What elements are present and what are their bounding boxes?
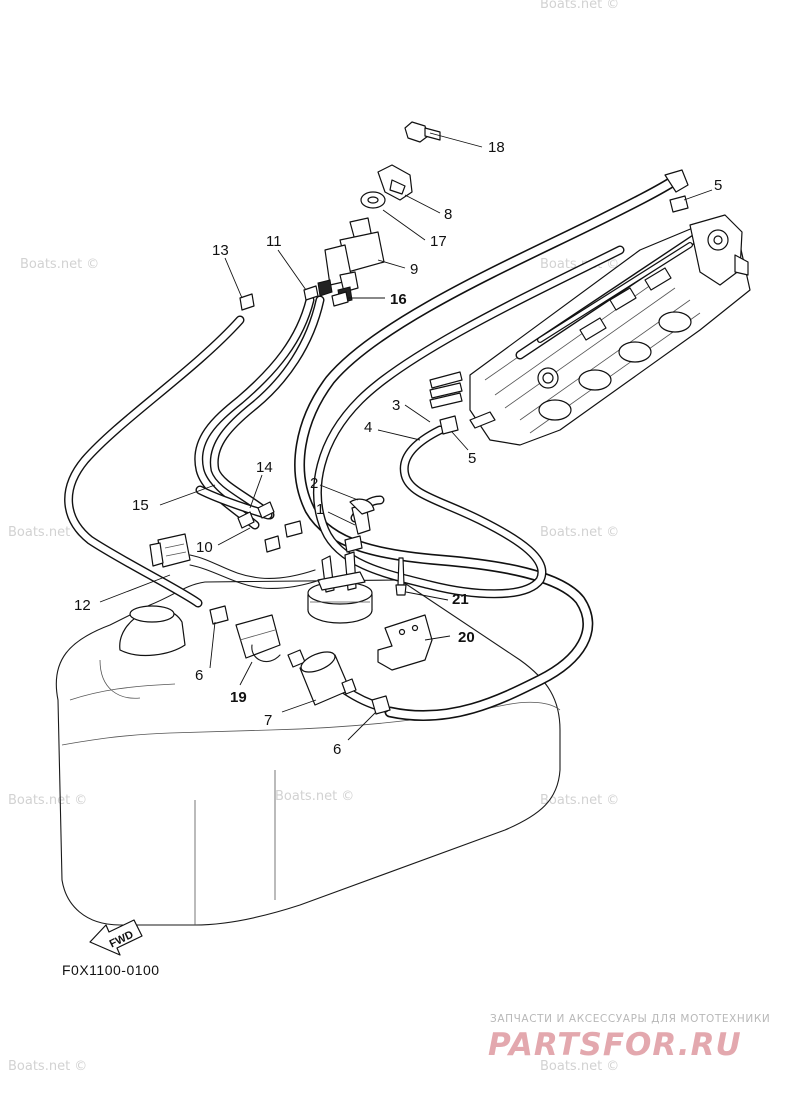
pin-part-21 xyxy=(395,557,407,596)
callout-5-top: 5 xyxy=(714,177,722,194)
clamp-part-11 xyxy=(303,285,319,301)
nut-part-17 xyxy=(360,191,386,209)
fitting-part-9 xyxy=(317,217,385,304)
callout-2: 2 xyxy=(310,475,318,492)
bracket-part-20 xyxy=(377,614,433,671)
callout-3: 3 xyxy=(392,397,400,414)
watermark: Boats.net © xyxy=(8,793,87,808)
watermark: Boats.net © xyxy=(540,793,619,808)
fuel-tank xyxy=(55,579,561,926)
callout-5-lower: 5 xyxy=(468,450,476,467)
clamp-part-13 xyxy=(239,293,255,311)
elbow-part-1 xyxy=(349,498,375,535)
callout-8: 8 xyxy=(444,206,452,223)
clamp-part-5-lower xyxy=(439,415,459,435)
bracket-part-19 xyxy=(235,614,281,663)
callout-6-left: 6 xyxy=(195,667,203,684)
shop-tagline: ЗАПЧАСТИ И АКСЕССУАРЫ ДЛЯ МОТОТЕХНИКИ xyxy=(490,1013,770,1025)
callout-4: 4 xyxy=(364,419,372,436)
callout-21: 21 xyxy=(452,591,469,608)
callout-6-right: 6 xyxy=(333,741,341,758)
callout-11: 11 xyxy=(266,233,282,250)
shop-watermark: ЗАПЧАСТИ И АКСЕССУАРЫ ДЛЯ МОТОТЕХНИКИ PA… xyxy=(488,1013,770,1063)
fuel-hoses xyxy=(64,174,681,721)
shop-logo: PARTSFOR.RU xyxy=(488,1027,742,1063)
clamp-part-5-top xyxy=(664,169,689,213)
callout-7: 7 xyxy=(264,712,272,729)
watermark: Boats.net © xyxy=(540,0,619,12)
callout-16: 16 xyxy=(390,291,407,308)
diagram-code: F0X1100-0100 xyxy=(62,962,160,978)
clamp-part-6-right xyxy=(371,695,391,715)
watermarks: Boats.net © Boats.net © Boats.net © Boat… xyxy=(8,0,619,1074)
fuel-filter-part-7 xyxy=(287,649,357,706)
callout-1: 1 xyxy=(316,501,324,518)
watermark: Boats.net © xyxy=(540,525,619,540)
callout-20: 20 xyxy=(458,629,475,646)
callout-17: 17 xyxy=(430,233,447,250)
watermark: Boats.net © xyxy=(275,789,354,804)
components xyxy=(149,121,689,715)
clamp-part-6-left xyxy=(209,605,229,625)
callout-13: 13 xyxy=(212,242,229,259)
watermark: Boats.net © xyxy=(8,1059,87,1074)
callout-19: 19 xyxy=(230,689,247,706)
cap-part-8 xyxy=(377,164,413,201)
callout-15: 15 xyxy=(132,497,149,514)
intake-manifold xyxy=(429,214,751,446)
bolt-part-18 xyxy=(404,121,441,143)
callouts: 18 8 17 9 16 11 13 5 3 4 5 14 15 2 1 10 … xyxy=(74,139,722,758)
leader-lines xyxy=(99,132,713,741)
electrical-connector xyxy=(149,533,321,589)
callout-12: 12 xyxy=(74,597,91,614)
callout-10: 10 xyxy=(196,539,213,556)
clamp-part-16 xyxy=(331,291,349,307)
watermark: Boats.net © xyxy=(8,525,87,540)
callout-18: 18 xyxy=(488,139,505,156)
clamp-small xyxy=(264,520,363,553)
callout-9: 9 xyxy=(410,261,418,278)
callout-14: 14 xyxy=(256,459,273,476)
watermark: Boats.net © xyxy=(540,1059,619,1074)
watermark: Boats.net © xyxy=(20,257,99,272)
fuel-pump-module xyxy=(307,551,373,624)
